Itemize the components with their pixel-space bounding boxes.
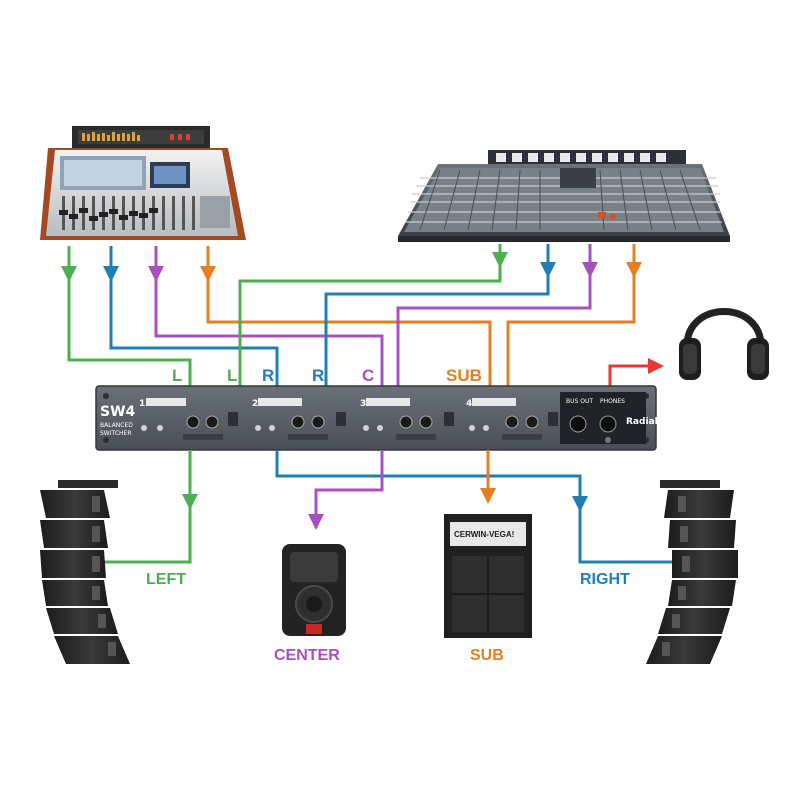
rack-bus-out-label: BUS OUT bbox=[566, 398, 593, 405]
bus-out-knob[interactable] bbox=[569, 415, 587, 433]
blue-line-right-output bbox=[275, 450, 672, 564]
label-c: C bbox=[362, 366, 374, 385]
channel-2-knob-a[interactable] bbox=[291, 415, 305, 429]
purple-arrow-left-console bbox=[148, 266, 164, 282]
output-label-left: LEFT bbox=[146, 571, 186, 588]
input-arrows bbox=[61, 252, 664, 374]
right-mixing-console bbox=[398, 150, 730, 242]
green-arrow-right-console bbox=[492, 252, 508, 268]
channel-4: 4 bbox=[466, 398, 558, 440]
rack-phones-label: PHONES bbox=[600, 398, 625, 405]
sw4-balanced-switcher: SW4 BALANCED SWITCHER 1 2 3 bbox=[95, 385, 658, 451]
purple-line-left-console bbox=[154, 246, 384, 386]
subwoofer: CERWIN-VEGA! bbox=[444, 514, 532, 638]
label-r-right-console: R bbox=[312, 366, 324, 385]
channel-4-number: 4 bbox=[466, 399, 472, 409]
blue-line-right-console bbox=[324, 244, 550, 386]
green-arrow-left-console bbox=[61, 266, 77, 282]
red-line-headphones bbox=[608, 364, 648, 386]
left-mixing-console bbox=[40, 126, 246, 240]
phones-jack bbox=[605, 437, 611, 443]
output-label-sub: SUB bbox=[470, 647, 504, 664]
subwoofer-brand: CERWIN-VEGA! bbox=[454, 530, 514, 539]
output-wiring bbox=[104, 450, 672, 564]
orange-arrow-right-console bbox=[626, 262, 642, 278]
channel-2: 2 bbox=[252, 398, 346, 440]
channel-3-knob-b[interactable] bbox=[419, 415, 433, 429]
headphones bbox=[679, 308, 769, 380]
label-l-right-console: L bbox=[227, 366, 237, 385]
input-wiring bbox=[67, 244, 648, 386]
label-sub-input: SUB bbox=[446, 366, 482, 385]
channel-3-knob-a[interactable] bbox=[399, 415, 413, 429]
green-line-right-console bbox=[238, 244, 502, 386]
rack-model: SW4 bbox=[100, 404, 136, 420]
channel-3: 3 bbox=[360, 398, 454, 440]
rack-subtitle-1: BALANCED bbox=[100, 422, 133, 429]
center-speaker bbox=[282, 544, 346, 636]
rack-brand: Radial bbox=[626, 417, 658, 427]
purple-arrow-right-console bbox=[582, 262, 598, 278]
channel-2-number: 2 bbox=[252, 399, 258, 409]
left-line-array-speaker bbox=[40, 480, 130, 664]
channel-4-knob-b[interactable] bbox=[525, 415, 539, 429]
blue-line-left-console bbox=[109, 246, 279, 386]
channel-3-number: 3 bbox=[360, 399, 366, 409]
label-l-left-console: L bbox=[172, 366, 182, 385]
green-arrow-left-output bbox=[182, 494, 198, 510]
channel-4-knob-a[interactable] bbox=[505, 415, 519, 429]
purple-line-right-console bbox=[396, 244, 592, 386]
blue-arrow-right-output bbox=[572, 496, 588, 512]
green-line-left-console bbox=[67, 246, 192, 386]
output-arrows bbox=[182, 488, 588, 530]
green-line-left-output bbox=[104, 450, 192, 564]
orange-arrow-sub-output bbox=[480, 488, 496, 504]
channel-1-number: 1 bbox=[139, 399, 145, 409]
output-label-right: RIGHT bbox=[580, 571, 630, 588]
right-line-array-speaker bbox=[646, 480, 738, 664]
orange-line-left-console bbox=[206, 246, 492, 386]
orange-arrow-left-console bbox=[200, 266, 216, 282]
blue-arrow-left-console bbox=[103, 266, 119, 282]
channel-1-knob-a[interactable] bbox=[186, 415, 200, 429]
output-label-center: CENTER bbox=[274, 647, 340, 664]
channel-1: 1 bbox=[139, 398, 238, 440]
rack-subtitle-2: SWITCHER bbox=[100, 430, 132, 437]
channel-2-knob-b[interactable] bbox=[311, 415, 325, 429]
orange-line-right-console bbox=[506, 244, 636, 386]
red-arrow-headphones bbox=[648, 358, 664, 374]
purple-line-center-output bbox=[314, 450, 384, 528]
channel-1-knob-b[interactable] bbox=[205, 415, 219, 429]
label-r-left-console: R bbox=[262, 366, 274, 385]
blue-arrow-right-console bbox=[540, 262, 556, 278]
phones-knob[interactable] bbox=[599, 415, 617, 433]
purple-arrow-center-output bbox=[308, 514, 324, 530]
